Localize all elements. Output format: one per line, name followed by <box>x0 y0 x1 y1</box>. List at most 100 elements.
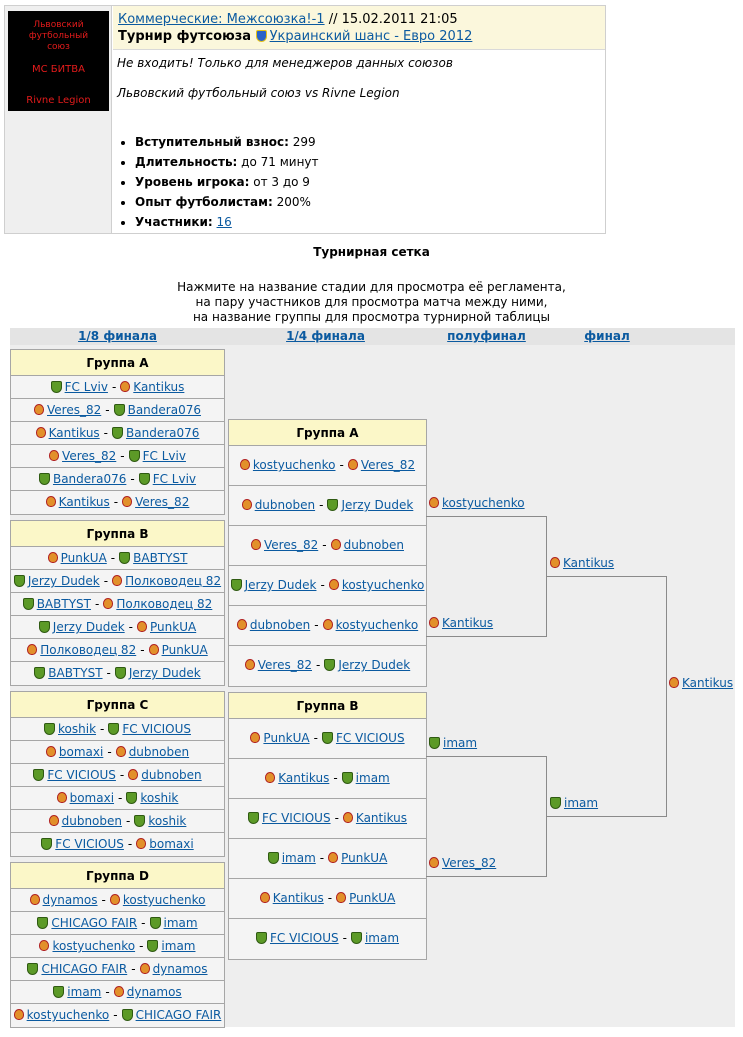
stage-sf-link[interactable]: полуфинал <box>426 328 547 345</box>
team-link[interactable]: FC VICIOUS <box>261 811 331 825</box>
team-link[interactable]: BABTYST <box>133 551 188 565</box>
match-row[interactable]: FC Lviv-Kantikus <box>11 376 224 399</box>
team-link[interactable]: Jerzy Dudek <box>52 620 125 634</box>
match-row[interactable]: FC VICIOUS-imam <box>229 919 426 959</box>
team-link[interactable]: CHICAGO FAIR <box>41 962 128 976</box>
team-link[interactable]: Полководец 82 <box>116 597 213 611</box>
match-row[interactable]: Bandera076-FC Lviv <box>11 468 224 491</box>
team-link[interactable]: imam <box>67 985 102 999</box>
team-link[interactable]: FC VICIOUS <box>122 722 191 736</box>
team-link[interactable]: Veres_82 <box>264 538 319 552</box>
participants-link[interactable]: 16 <box>216 215 232 229</box>
match-row[interactable]: Veres_82-FC Lviv <box>11 445 224 468</box>
team-link[interactable]: kostyuchenko <box>122 893 206 907</box>
category-link[interactable]: Коммерческие: Межсоюзка!-1 <box>118 12 325 27</box>
team-link[interactable]: imam <box>163 916 198 930</box>
team-link[interactable]: Kantikus <box>278 771 330 785</box>
group-title[interactable]: Группа B <box>11 521 224 547</box>
team-link[interactable]: imam <box>364 931 400 945</box>
team-link[interactable]: dubnoben <box>61 814 123 828</box>
team-link[interactable]: bomaxi <box>58 745 104 759</box>
team-link[interactable]: bomaxi <box>149 837 194 851</box>
match-row[interactable]: PunkUA-BABTYST <box>11 547 224 570</box>
sf-entry[interactable]: kostyuchenko <box>429 496 525 510</box>
team-link[interactable]: kostyuchenko <box>26 1008 110 1022</box>
team-link[interactable]: FC VICIOUS <box>55 837 124 851</box>
team-link[interactable]: FC Lviv <box>142 449 186 463</box>
group-title[interactable]: Группа A <box>229 420 426 446</box>
team-link[interactable]: FC VICIOUS <box>47 768 116 782</box>
team-link[interactable]: dubnoben <box>343 538 404 552</box>
match-row[interactable]: koshik-FC VICIOUS <box>11 718 224 741</box>
team-link[interactable]: koshik <box>58 722 97 736</box>
team-link[interactable]: Kantikus <box>58 495 110 509</box>
team-link[interactable]: Jerzy Dudek <box>27 574 100 588</box>
match-row[interactable]: FC VICIOUS-bomaxi <box>11 833 224 856</box>
team-link[interactable]: imam <box>281 851 316 865</box>
match-row[interactable]: kostyuchenko-Veres_82 <box>229 446 426 486</box>
match-row[interactable]: Kantikus-Bandera076 <box>11 422 224 445</box>
match-row[interactable]: dubnoben-Jerzy Dudek <box>229 486 426 526</box>
team-link[interactable]: dynamos <box>42 893 98 907</box>
sf-entry[interactable]: Veres_82 <box>429 856 496 870</box>
team-link[interactable]: PunkUA <box>150 620 197 634</box>
winner-entry[interactable]: Kantikus <box>669 676 733 690</box>
team-link[interactable]: Kantikus <box>133 380 185 394</box>
group-title[interactable]: Группа B <box>229 693 426 719</box>
match-row[interactable]: CHICAGO FAIR-dynamos <box>11 958 224 981</box>
team-link[interactable]: FC Lviv <box>152 472 197 486</box>
team-link[interactable]: Полководец 82 <box>125 574 222 588</box>
team-link[interactable]: Kantikus <box>272 891 324 905</box>
team-link[interactable]: Veres_82 <box>360 458 416 472</box>
team-link[interactable]: BABTYST <box>36 597 91 611</box>
group-title[interactable]: Группа A <box>11 350 224 376</box>
match-row[interactable]: FC VICIOUS-dubnoben <box>11 764 224 787</box>
match-row[interactable]: CHICAGO FAIR-imam <box>11 912 224 935</box>
team-link[interactable]: CHICAGO FAIR <box>51 916 138 930</box>
team-link[interactable]: Jerzy Dudek <box>341 498 414 512</box>
team-link[interactable]: dubnoben <box>128 745 190 759</box>
stage-qf-link[interactable]: 1/4 финала <box>225 328 426 345</box>
team-link[interactable]: koshik <box>148 814 187 828</box>
match-row[interactable]: Jerzy Dudek-PunkUA <box>11 616 224 639</box>
team-link[interactable]: dubnoben <box>141 768 202 782</box>
team-link[interactable]: Bandera076 <box>127 403 201 417</box>
match-row[interactable]: imam-PunkUA <box>229 839 426 879</box>
team-link[interactable]: Jerzy Dudek <box>128 666 201 680</box>
team-link[interactable]: Kantikus <box>48 426 100 440</box>
match-row[interactable]: dubnoben-koshik <box>11 810 224 833</box>
match-row[interactable]: Veres_82-dubnoben <box>229 526 426 566</box>
match-row[interactable]: dynamos-kostyuchenko <box>11 889 224 912</box>
team-link[interactable]: dynamos <box>152 962 208 976</box>
team-link[interactable]: Jerzy Dudek <box>244 578 317 592</box>
match-row[interactable]: BABTYST-Jerzy Dudek <box>11 662 224 685</box>
team-link[interactable]: Veres_82 <box>257 658 312 672</box>
match-row[interactable]: bomaxi-dubnoben <box>11 741 224 764</box>
team-link[interactable]: kostyuchenko <box>252 458 336 472</box>
match-row[interactable]: kostyuchenko-imam <box>11 935 224 958</box>
team-link[interactable]: FC VICIOUS <box>335 731 405 745</box>
team-link[interactable]: PunkUA <box>60 551 107 565</box>
team-link[interactable]: imam <box>161 939 196 953</box>
team-link[interactable]: Полководец 82 <box>40 643 137 657</box>
group-title[interactable]: Группа C <box>11 692 224 718</box>
match-row[interactable]: Veres_82-Bandera076 <box>11 399 224 422</box>
team-link[interactable]: PunkUA <box>341 851 388 865</box>
match-row[interactable]: Veres_82-Jerzy Dudek <box>229 646 426 686</box>
team-link[interactable]: Veres_82 <box>135 495 190 509</box>
team-link[interactable]: BABTYST <box>48 666 103 680</box>
team-link[interactable]: FC Lviv <box>64 380 108 394</box>
team-link[interactable]: Kantikus <box>355 811 408 825</box>
team-link[interactable]: Bandera076 <box>126 426 200 440</box>
team-link[interactable]: PunkUA <box>161 643 208 657</box>
match-row[interactable]: imam-dynamos <box>11 981 224 1004</box>
team-link[interactable]: imam <box>355 771 390 785</box>
team-link[interactable]: PunkUA <box>349 891 396 905</box>
match-row[interactable]: PunkUA-FC VICIOUS <box>229 719 426 759</box>
team-link[interactable]: Bandera076 <box>52 472 127 486</box>
group-title[interactable]: Группа D <box>11 863 224 889</box>
team-link[interactable]: CHICAGO FAIR <box>135 1008 222 1022</box>
match-row[interactable]: Kantikus-PunkUA <box>229 879 426 919</box>
match-row[interactable]: BABTYST-Полководец 82 <box>11 593 224 616</box>
team-link[interactable]: Veres_82 <box>62 449 117 463</box>
